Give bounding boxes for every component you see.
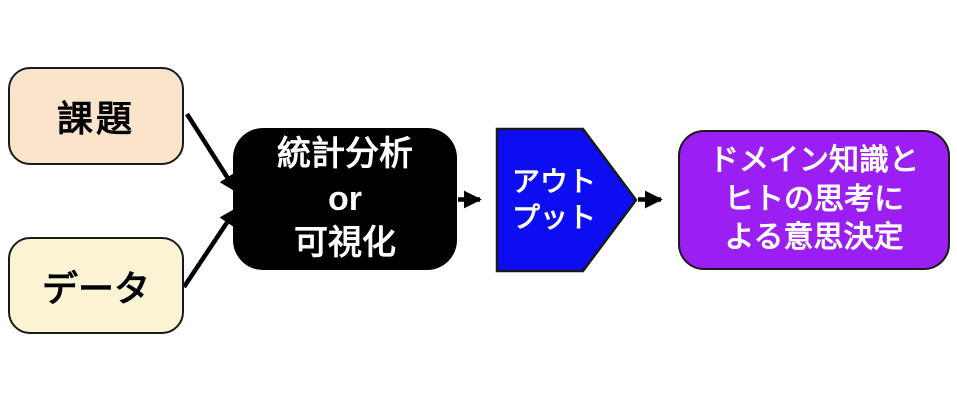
node-data-label: データ <box>41 267 150 309</box>
node-analysis: 統計分析 or 可視化 <box>233 128 457 270</box>
node-task-label: 課題 <box>56 98 135 139</box>
node-task: 課題 <box>8 67 184 165</box>
node-analysis-label: 統計分析 or 可視化 <box>277 134 413 263</box>
node-output-label: アウト プット <box>511 165 596 233</box>
arrow-task-to-analysis <box>185 112 238 193</box>
arrow-data-to-analysis <box>182 207 238 289</box>
node-decision: ドメイン知識と ヒトの思考に よる意思決定 <box>678 130 950 270</box>
node-output: アウト プット <box>495 126 639 274</box>
node-decision-label: ドメイン知識と ヒトの思考に よる意思決定 <box>709 144 919 255</box>
pentagon-shape <box>495 127 638 273</box>
node-data: データ <box>8 237 184 334</box>
